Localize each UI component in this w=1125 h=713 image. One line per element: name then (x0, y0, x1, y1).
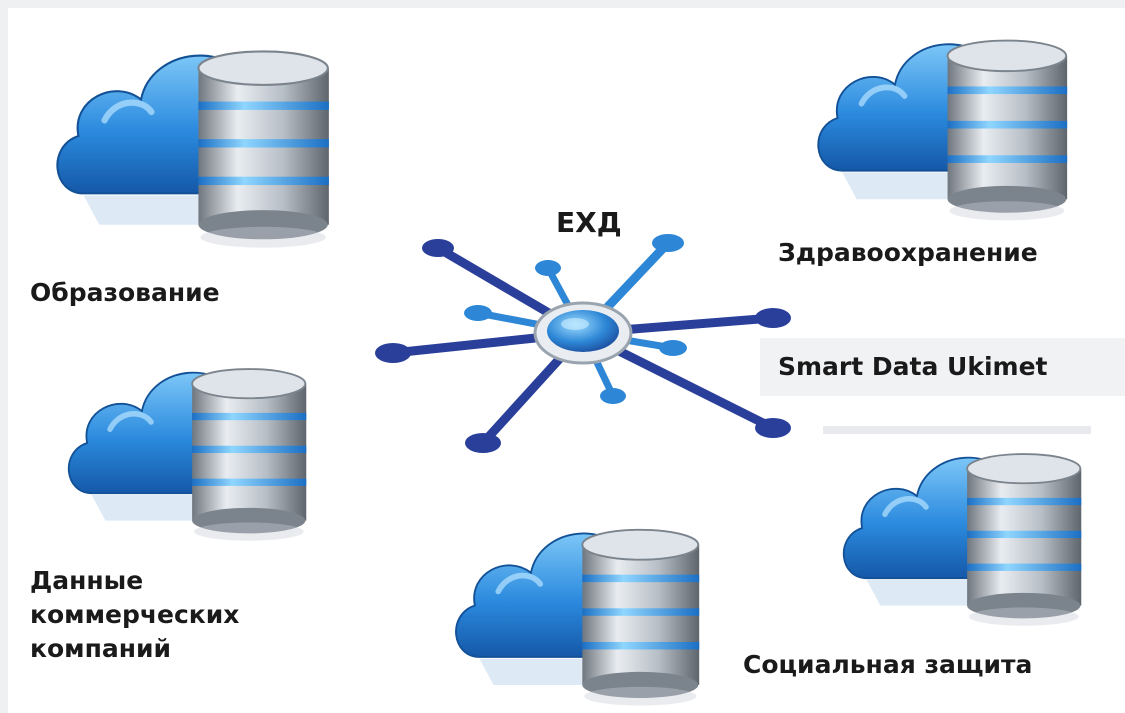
banner-band (760, 338, 1125, 396)
label-social: Социальная защита (743, 650, 1033, 679)
cloud-database-node-health (783, 8, 1093, 228)
cloud-database-node-social (818, 423, 1098, 633)
cloud-database-icon (38, 16, 338, 256)
cloud-database-icon (423, 498, 723, 713)
hub-label: ЕХД (556, 206, 622, 239)
cloud-database-icon (48, 338, 318, 548)
hub-network (363, 218, 803, 482)
cloud-database-icon (818, 423, 1098, 633)
cloud-database-node-commercial (48, 338, 318, 548)
diagram-canvas: Образование Здравоохранение Данные комме… (8, 8, 1125, 713)
network-hub-icon (375, 234, 791, 453)
cloud-database-node-education (38, 16, 338, 256)
label-commercial: Данные коммерческих компаний (30, 566, 240, 663)
cloud-database-node-bottom (423, 498, 723, 713)
banner-text: Smart Data Ukimet (778, 352, 1048, 381)
divider-line (823, 426, 1091, 434)
cloud-database-icon (783, 8, 1093, 228)
label-education: Образование (30, 278, 220, 307)
label-health: Здравоохранение (778, 238, 1038, 267)
